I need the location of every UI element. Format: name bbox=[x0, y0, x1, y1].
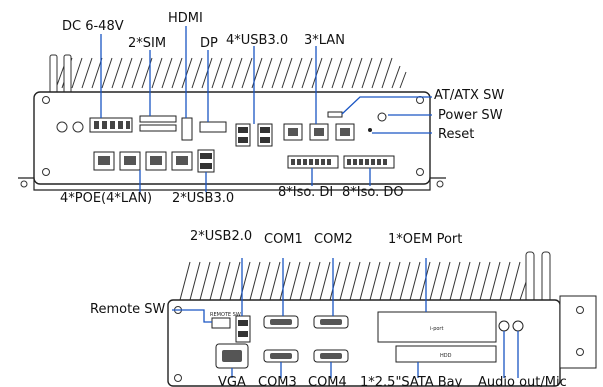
label-hdmi: HDMI bbox=[168, 11, 203, 26]
label-com3: COM3 bbox=[258, 375, 297, 387]
com2-port bbox=[313, 315, 349, 329]
label-sata: 1*2.5"SATA Bay bbox=[360, 375, 463, 387]
label-iso-do: 8*Iso. DO bbox=[342, 185, 404, 200]
com1-port bbox=[263, 315, 299, 329]
oem-port-module bbox=[377, 311, 497, 343]
poe-lan-ports bbox=[93, 151, 193, 171]
label-dc: DC 6-48V bbox=[62, 19, 124, 34]
label-reset: Reset bbox=[438, 127, 474, 142]
label-oem: 1*OEM Port bbox=[388, 232, 462, 247]
mic-jack bbox=[512, 320, 524, 332]
label-com2: COM2 bbox=[314, 232, 353, 247]
label-poe: 4*POE(4*LAN) bbox=[60, 191, 152, 206]
usb20-ports bbox=[235, 315, 251, 343]
at-atx-switch bbox=[327, 111, 343, 118]
label-audio: Audio out/Mic bbox=[478, 375, 567, 387]
top-device: DC 6-48V HDMI 2*SIM DP 4*USB3.0 3*LAN AT… bbox=[18, 11, 504, 206]
displayport-port bbox=[199, 121, 227, 133]
sim-slot-1 bbox=[139, 115, 177, 123]
top-antenna-left-2 bbox=[63, 54, 72, 96]
antenna-jack-1 bbox=[56, 121, 68, 133]
hdd-text: HDD bbox=[440, 353, 452, 359]
antenna-jack-2 bbox=[72, 121, 84, 133]
label-sim: 2*SIM bbox=[128, 36, 166, 51]
sim-slot-2 bbox=[139, 124, 177, 132]
reset-button bbox=[368, 128, 372, 132]
label-lan: 3*LAN bbox=[304, 33, 345, 48]
label-usb20: 2*USB2.0 bbox=[190, 229, 252, 244]
label-dp: DP bbox=[200, 36, 218, 51]
bottom-device: REMOTE SW i-port bbox=[90, 229, 597, 387]
label-usb30-bottom: 2*USB3.0 bbox=[172, 191, 234, 206]
label-vga: VGA bbox=[218, 375, 246, 387]
com3-port bbox=[263, 349, 299, 363]
top-heatsink-fins bbox=[55, 57, 407, 89]
top-leader-lines bbox=[100, 26, 432, 192]
label-com4: COM4 bbox=[308, 375, 347, 387]
label-usb30-top: 4*USB3.0 bbox=[226, 33, 288, 48]
svg-text:REMOTE SW: REMOTE SW bbox=[210, 312, 241, 318]
com4-port bbox=[313, 349, 349, 363]
oem-module-text: i-port bbox=[430, 326, 443, 332]
label-iso-di: 8*Iso. DI bbox=[278, 185, 333, 200]
label-power-sw: Power SW bbox=[438, 108, 503, 123]
lan-ports bbox=[283, 123, 355, 141]
top-base-flange bbox=[18, 177, 446, 191]
audio-out-jack bbox=[498, 320, 510, 332]
label-remote-sw: Remote SW bbox=[90, 302, 166, 317]
bottom-heatsink-fins bbox=[179, 261, 529, 301]
hdmi-port bbox=[181, 117, 193, 141]
sata-hdd-bay bbox=[395, 345, 497, 363]
power-switch bbox=[377, 112, 387, 122]
label-at-atx: AT/ATX SW bbox=[434, 88, 504, 103]
remote-switch-connector bbox=[211, 317, 231, 329]
vga-port bbox=[215, 343, 249, 369]
label-com1: COM1 bbox=[264, 232, 303, 247]
usb30-top-ports bbox=[235, 123, 273, 147]
bottom-side-bracket bbox=[559, 295, 597, 369]
top-antenna-left bbox=[49, 54, 58, 96]
bottom-leader-lines bbox=[172, 258, 519, 378]
